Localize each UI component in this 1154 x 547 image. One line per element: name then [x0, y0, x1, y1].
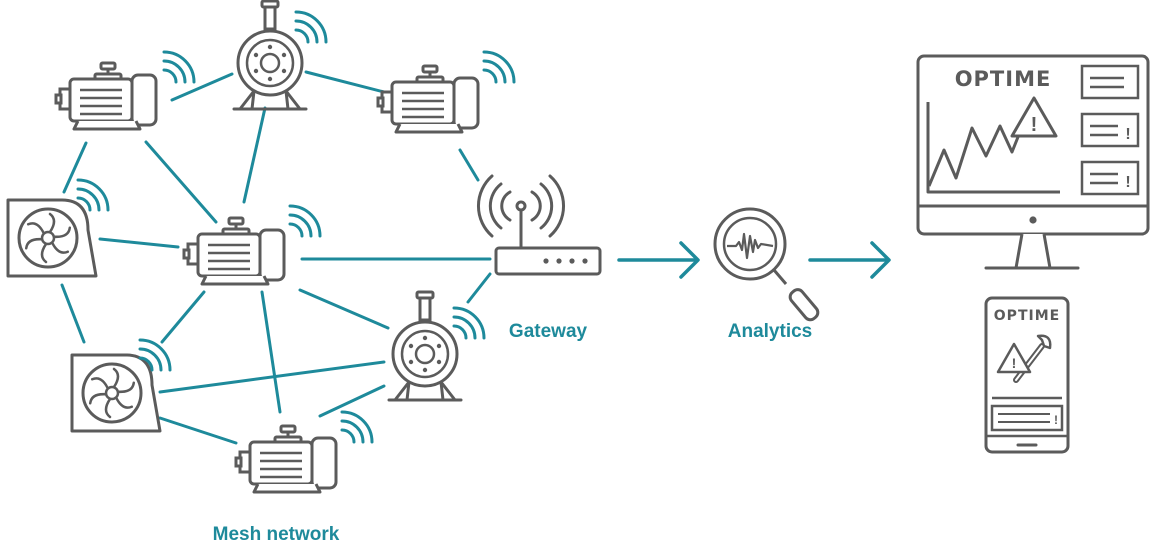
phone-brand: OPTIME — [994, 308, 1060, 324]
wifi-icon — [162, 50, 196, 84]
pump-top — [232, 0, 308, 111]
monitor-panel — [1080, 64, 1140, 100]
mesh-link — [170, 72, 234, 102]
motor-bottom — [234, 424, 338, 494]
panel-alert-glyph: ! — [1125, 126, 1130, 143]
pump-right — [387, 290, 463, 402]
warning-triangle-icon: ! — [996, 342, 1032, 374]
phone-panel-alert-glyph: ! — [1054, 413, 1058, 427]
mesh-link — [160, 290, 206, 344]
mesh-link — [60, 283, 86, 344]
mesh-link — [318, 384, 386, 418]
arrow-right-icon — [808, 241, 891, 279]
warning-triangle-icon: ! — [1010, 96, 1058, 138]
mesh-link — [62, 141, 88, 194]
wrench-icon — [1013, 334, 1052, 383]
label-gateway: Gateway — [509, 321, 588, 342]
wifi-icon — [294, 10, 328, 44]
monitor-brand: OPTIME — [955, 67, 1052, 91]
wifi-icon — [482, 50, 516, 84]
monitor-alert-panel: ! — [1080, 160, 1140, 196]
wifi-icon — [340, 410, 374, 444]
waveform — [727, 232, 774, 260]
gateway-router-icon — [477, 174, 602, 276]
smartphone-icon: OPTIME ! ! — [984, 296, 1070, 454]
desktop-monitor-icon: OPTIME ! ! ! — [916, 54, 1150, 270]
mesh-link — [158, 416, 238, 445]
mesh-links — [60, 70, 492, 445]
phone-warning-glyph: ! — [1012, 355, 1017, 371]
mesh-link — [458, 148, 480, 182]
wifi-icon — [76, 178, 110, 212]
monitor-alert-panel: ! — [1080, 112, 1140, 148]
fan-bottom-left — [70, 353, 162, 433]
mesh-link — [466, 272, 492, 304]
mesh-link — [158, 360, 386, 394]
mesh-link — [298, 288, 390, 330]
fan-left — [6, 198, 98, 278]
label-mesh-network: Mesh network — [213, 524, 340, 545]
warning-glyph: ! — [1031, 114, 1038, 136]
mesh-link — [98, 237, 180, 249]
mesh-link — [260, 290, 282, 414]
mesh-link — [144, 140, 218, 224]
motor-top-left — [54, 61, 158, 131]
wifi-icon — [288, 204, 322, 238]
motor-top-right — [376, 64, 480, 134]
arrow-right-icon — [617, 241, 700, 279]
panel-alert-glyph: ! — [1125, 174, 1130, 191]
label-analytics: Analytics — [728, 321, 812, 342]
motor-center — [182, 216, 286, 286]
monitor-trend-line — [927, 124, 1022, 187]
mesh-link — [304, 70, 386, 94]
mesh-link — [242, 106, 267, 204]
analytics-magnifier-icon — [713, 207, 820, 322]
wifi-icon — [452, 306, 486, 340]
